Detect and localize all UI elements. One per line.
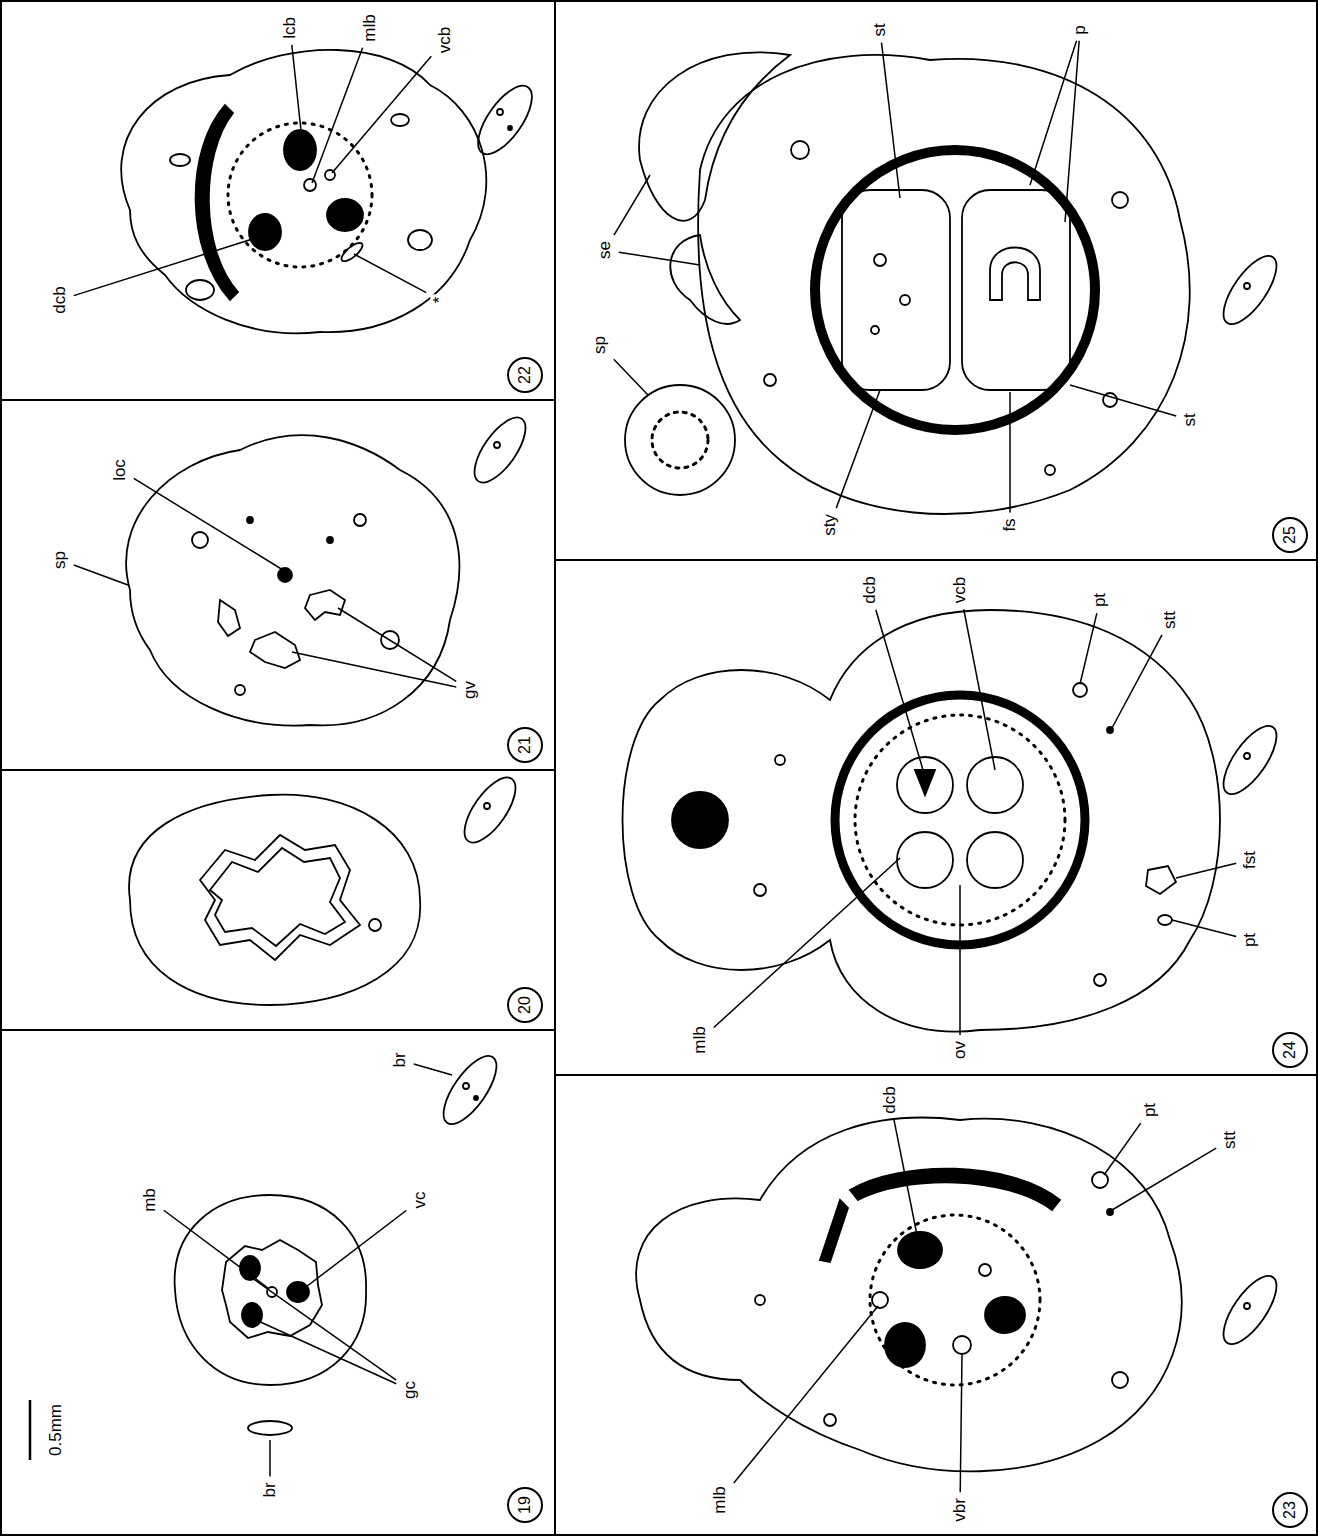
part-label: stt <box>1220 1129 1240 1151</box>
leader-line <box>734 1306 878 1483</box>
leader-line <box>1065 41 1079 222</box>
leader-line <box>1070 385 1176 416</box>
part-label: mlb <box>360 12 380 43</box>
panel-number-text: 22 <box>516 366 534 384</box>
leader-line <box>332 56 431 173</box>
part-label: vcb <box>950 575 970 605</box>
part-label: dcb <box>880 1084 900 1115</box>
part-label: sty <box>820 512 840 538</box>
leader-line <box>836 390 880 508</box>
panel-number: 19 <box>507 1487 543 1523</box>
part-label: br <box>260 1480 280 1499</box>
part-label: vbr <box>950 1496 970 1524</box>
panel-number: 23 <box>1272 1492 1308 1528</box>
leader-line <box>1172 920 1236 936</box>
leader-line <box>1112 635 1162 728</box>
leader-line <box>312 48 363 183</box>
leader-line <box>1176 863 1236 878</box>
leader-line <box>964 609 995 770</box>
part-label: ov <box>950 1039 970 1061</box>
panel-number-text: 20 <box>516 996 534 1014</box>
part-label: mb <box>140 1186 160 1214</box>
panel-number-text: 23 <box>1281 1501 1299 1519</box>
leader-line <box>252 1278 396 1380</box>
leader-line <box>74 565 128 585</box>
part-label: br <box>390 1050 410 1069</box>
leader-line <box>1104 1123 1141 1175</box>
part-label: vcb <box>435 25 455 55</box>
part-label: loc <box>110 457 130 483</box>
panel-number-text: 25 <box>1281 526 1299 544</box>
panel-number-text: 21 <box>516 736 534 754</box>
part-label: pt <box>1140 1101 1160 1119</box>
part-label: dcb <box>50 284 70 315</box>
leader-line <box>959 885 961 1035</box>
part-label: lcb <box>280 15 300 41</box>
leader-line <box>619 252 700 265</box>
panel-number-text: 19 <box>516 1496 534 1514</box>
part-label: * <box>430 295 450 306</box>
part-label: mlb <box>710 1484 730 1515</box>
leader-line <box>292 45 302 140</box>
panel-number: 20 <box>507 987 543 1023</box>
part-label: pt <box>1240 931 1260 949</box>
panel-number: 21 <box>507 727 543 763</box>
leader-line <box>74 236 262 296</box>
panel-number: 25 <box>1272 517 1308 553</box>
part-label: mlb <box>690 1024 710 1055</box>
leader-line <box>269 1440 271 1476</box>
leader-line <box>292 652 456 687</box>
leader-line <box>338 608 456 681</box>
part-label: dcb <box>860 574 880 605</box>
leader-line <box>960 1355 962 1492</box>
panel-number-text: 24 <box>1281 1041 1299 1059</box>
leader-line <box>134 478 283 570</box>
leader-line <box>714 858 900 1027</box>
leader-line <box>614 175 650 235</box>
leader-line <box>876 610 923 770</box>
part-label: pt <box>1090 591 1110 609</box>
leader-line <box>164 1210 268 1288</box>
part-label: stt <box>1160 609 1180 631</box>
leader-line <box>1080 613 1097 684</box>
part-label: sp <box>590 334 610 356</box>
leader-line <box>894 1120 918 1240</box>
part-label: fs <box>1000 516 1020 533</box>
part-label: p <box>1070 23 1090 36</box>
leader-line <box>256 1320 396 1384</box>
leader-line <box>882 43 900 198</box>
part-label: se <box>595 239 615 261</box>
panel-number: 24 <box>1272 1032 1308 1068</box>
scale-label: 0.5mm <box>46 1402 66 1458</box>
leader-line <box>302 1211 406 1290</box>
leader-line <box>614 359 648 395</box>
part-label: st <box>1180 411 1200 428</box>
part-label: st <box>870 21 890 38</box>
leader-line <box>1009 392 1011 512</box>
leader-line <box>414 1064 452 1075</box>
part-label: fst <box>1240 849 1260 871</box>
part-label: gv <box>460 679 480 701</box>
part-label: vc <box>410 1190 430 1211</box>
leader-line <box>1112 1148 1216 1210</box>
part-label: sp <box>50 549 70 571</box>
panel-number: 22 <box>507 357 543 393</box>
leader-line <box>354 254 426 293</box>
part-label: gc <box>400 1379 420 1401</box>
